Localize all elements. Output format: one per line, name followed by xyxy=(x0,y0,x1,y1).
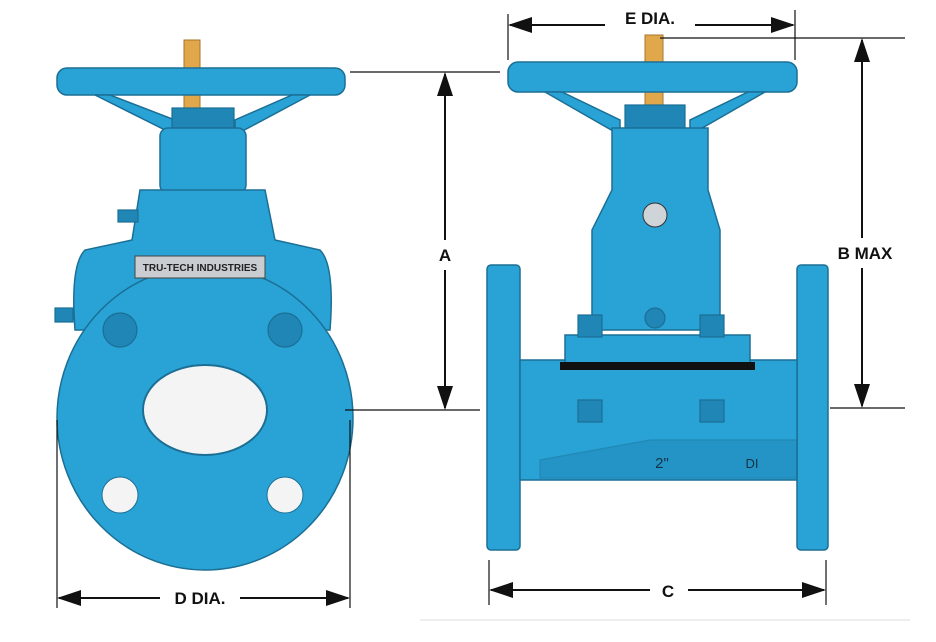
indicator xyxy=(642,202,668,228)
diaphragm-flange xyxy=(564,334,751,366)
diaphragm xyxy=(560,362,755,370)
dimension-a: A xyxy=(345,71,500,411)
dimension-d-dia: D DIA. xyxy=(56,420,351,608)
nameplate: TRU-TECH INDUSTRIES xyxy=(134,255,266,279)
dimension-b-label: B MAX xyxy=(838,244,893,263)
bonnet-neck xyxy=(159,127,247,194)
bolt-hole xyxy=(101,476,139,514)
body-shade xyxy=(539,439,798,479)
dimension-e-dia: E DIA. xyxy=(507,9,796,60)
bolt-hole xyxy=(266,476,304,514)
bore-opening xyxy=(142,364,268,456)
side-screw xyxy=(117,209,139,223)
size-mark: 2" xyxy=(655,455,669,472)
stem-nut xyxy=(624,104,686,131)
right-flange xyxy=(796,264,829,551)
bolt xyxy=(699,399,725,423)
dimension-b-max: B MAX xyxy=(660,37,905,409)
bolt-hole xyxy=(102,312,138,348)
bolt xyxy=(699,314,725,338)
dimension-c-label: C xyxy=(662,582,674,601)
valve-front-view: TRU-TECH INDUSTRIES xyxy=(54,39,354,571)
dimension-c: C xyxy=(488,560,827,605)
material-mark: DI xyxy=(746,456,759,471)
handwheel-spokes xyxy=(542,91,768,137)
nameplate-text: TRU-TECH INDUSTRIES xyxy=(143,263,258,274)
dimension-d-label: D DIA. xyxy=(175,589,226,608)
handwheel xyxy=(56,67,346,96)
left-flange xyxy=(486,264,521,551)
bonnet-bolt xyxy=(644,307,666,329)
bolt-hole xyxy=(267,312,303,348)
bonnet xyxy=(591,127,721,331)
valve-side-view: 2" DI xyxy=(486,34,829,551)
stem-nut xyxy=(171,107,235,131)
handwheel xyxy=(507,61,798,93)
dimension-e-label: E DIA. xyxy=(625,9,675,28)
bolt xyxy=(577,399,603,423)
dimension-a-label: A xyxy=(439,246,451,265)
side-screw xyxy=(54,307,74,323)
bolt xyxy=(577,314,603,338)
handwheel-spokes xyxy=(94,94,311,137)
